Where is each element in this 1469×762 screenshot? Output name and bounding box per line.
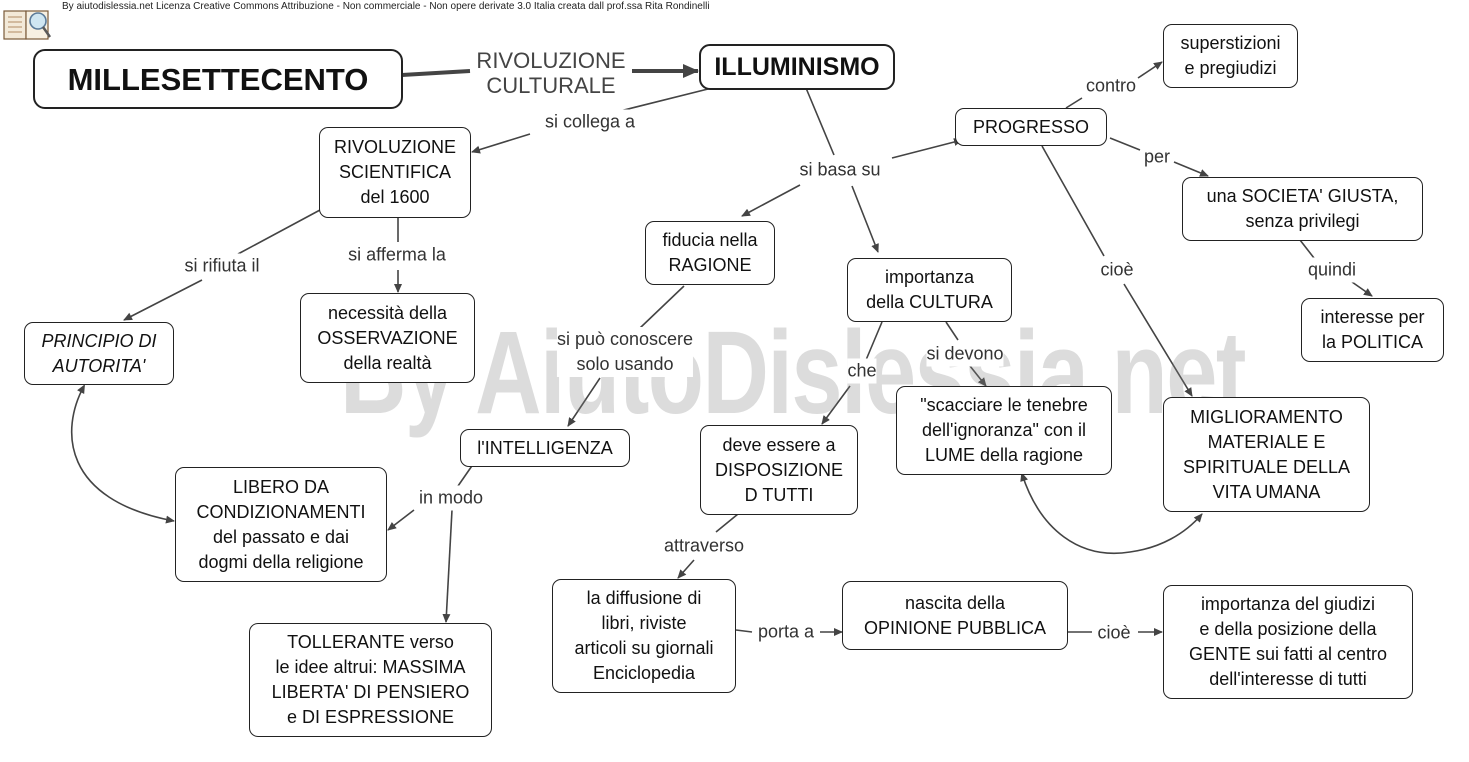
label-si-collega-a: si collega a <box>544 109 636 135</box>
link-principio-libero <box>70 384 175 524</box>
label-in-modo: in modo <box>418 485 484 511</box>
link-progresso-miglioramento <box>1041 145 1192 396</box>
link-diffusione-opinione <box>735 630 842 632</box>
node-tollerante[interactable]: TOLLERANTE verso le idee altrui: MASSIMA… <box>249 623 492 737</box>
node-illuminismo[interactable]: ILLUMINISMO <box>699 44 895 90</box>
link-basa-cultura <box>851 185 879 253</box>
node-cultura[interactable]: importanza della CULTURA <box>847 258 1012 322</box>
link-riv-principio <box>124 209 321 320</box>
link-tenebre-miglioramento <box>1020 472 1203 554</box>
node-politica[interactable]: interesse per la POLITICA <box>1301 298 1444 362</box>
link-cultura-tenebre <box>945 321 986 386</box>
node-principio-autorita[interactable]: PRINCIPIO DI AUTORITA' <box>24 322 174 385</box>
label-quindi: quindi <box>1307 257 1357 283</box>
label-contro: contro <box>1085 73 1137 99</box>
label-si-afferma-la: si afferma la <box>348 242 446 268</box>
node-miglioramento[interactable]: MIGLIORAMENTO MATERIALE E SPIRITUALE DEL… <box>1163 397 1370 512</box>
node-millesettecento[interactable]: MILLESETTECENTO <box>33 49 403 109</box>
link-millesettecento-illuminismo <box>401 71 698 75</box>
label-rivoluzione-culturale: RIVOLUZIONE CULTURALE <box>476 48 626 98</box>
node-opinione[interactable]: nascita della OPINIONE PUBBLICA <box>842 581 1068 650</box>
link-illuminismo-basa <box>805 87 835 156</box>
label-si-puo-conoscere: si può conoscere solo usando <box>556 327 694 377</box>
link-societa-politica <box>1299 239 1372 296</box>
node-disposizione[interactable]: deve essere a DISPOSIZIONE D TUTTI <box>700 425 858 515</box>
link-basa-fiducia <box>741 184 801 217</box>
label-che: che <box>847 358 877 384</box>
link-fiducia-intelligenza <box>568 285 685 426</box>
label-cioe-progresso: cioè <box>1100 257 1134 283</box>
node-libero[interactable]: LIBERO DA CONDIZIONAMENTI del passato e … <box>175 467 387 582</box>
label-si-devono: si devono <box>926 341 1004 367</box>
book-magnifier-icon <box>3 10 52 40</box>
node-rivoluzione-scientifica[interactable]: RIVOLUZIONE SCIENTIFICA del 1600 <box>319 127 471 218</box>
link-disposizione-diffusione <box>678 513 739 578</box>
node-intelligenza[interactable]: l'INTELLIGENZA <box>460 429 630 467</box>
node-progresso[interactable]: PROGRESSO <box>955 108 1107 146</box>
link-basa-progresso <box>891 138 963 159</box>
node-osservazione[interactable]: necessità della OSSERVAZIONE della realt… <box>300 293 475 383</box>
label-per: per <box>1143 144 1171 170</box>
node-fiducia-ragione[interactable]: fiducia nella RAGIONE <box>645 221 775 285</box>
label-porta-a: porta a <box>757 619 815 645</box>
label-attraverso: attraverso <box>663 533 745 559</box>
link-progresso-societa <box>1109 137 1208 176</box>
link-illuminismo-rivoluzione <box>472 87 713 152</box>
label-cioe-opinione: cioè <box>1097 620 1131 646</box>
node-tenebre[interactable]: "scacciare le tenebre dell'ignoranza" co… <box>896 386 1112 475</box>
link-progresso-superstizioni <box>1065 62 1162 109</box>
link-cultura-disposizione <box>822 321 883 424</box>
label-si-rifiuta-il: si rifiuta il <box>184 253 260 279</box>
node-diffusione[interactable]: la diffusione di libri, riviste articoli… <box>552 579 736 693</box>
label-si-basa-su: si basa su <box>799 157 881 183</box>
link-intelligenza-tollerante <box>442 509 453 623</box>
node-superstizioni[interactable]: superstizioni e pregiudizi <box>1163 24 1298 88</box>
node-giudizi[interactable]: importanza del giudizi e della posizione… <box>1163 585 1413 699</box>
node-societa[interactable]: una SOCIETA' GIUSTA, senza privilegi <box>1182 177 1423 241</box>
credit-header: By aiutodislessia.net Licenza Creative C… <box>62 1 710 12</box>
